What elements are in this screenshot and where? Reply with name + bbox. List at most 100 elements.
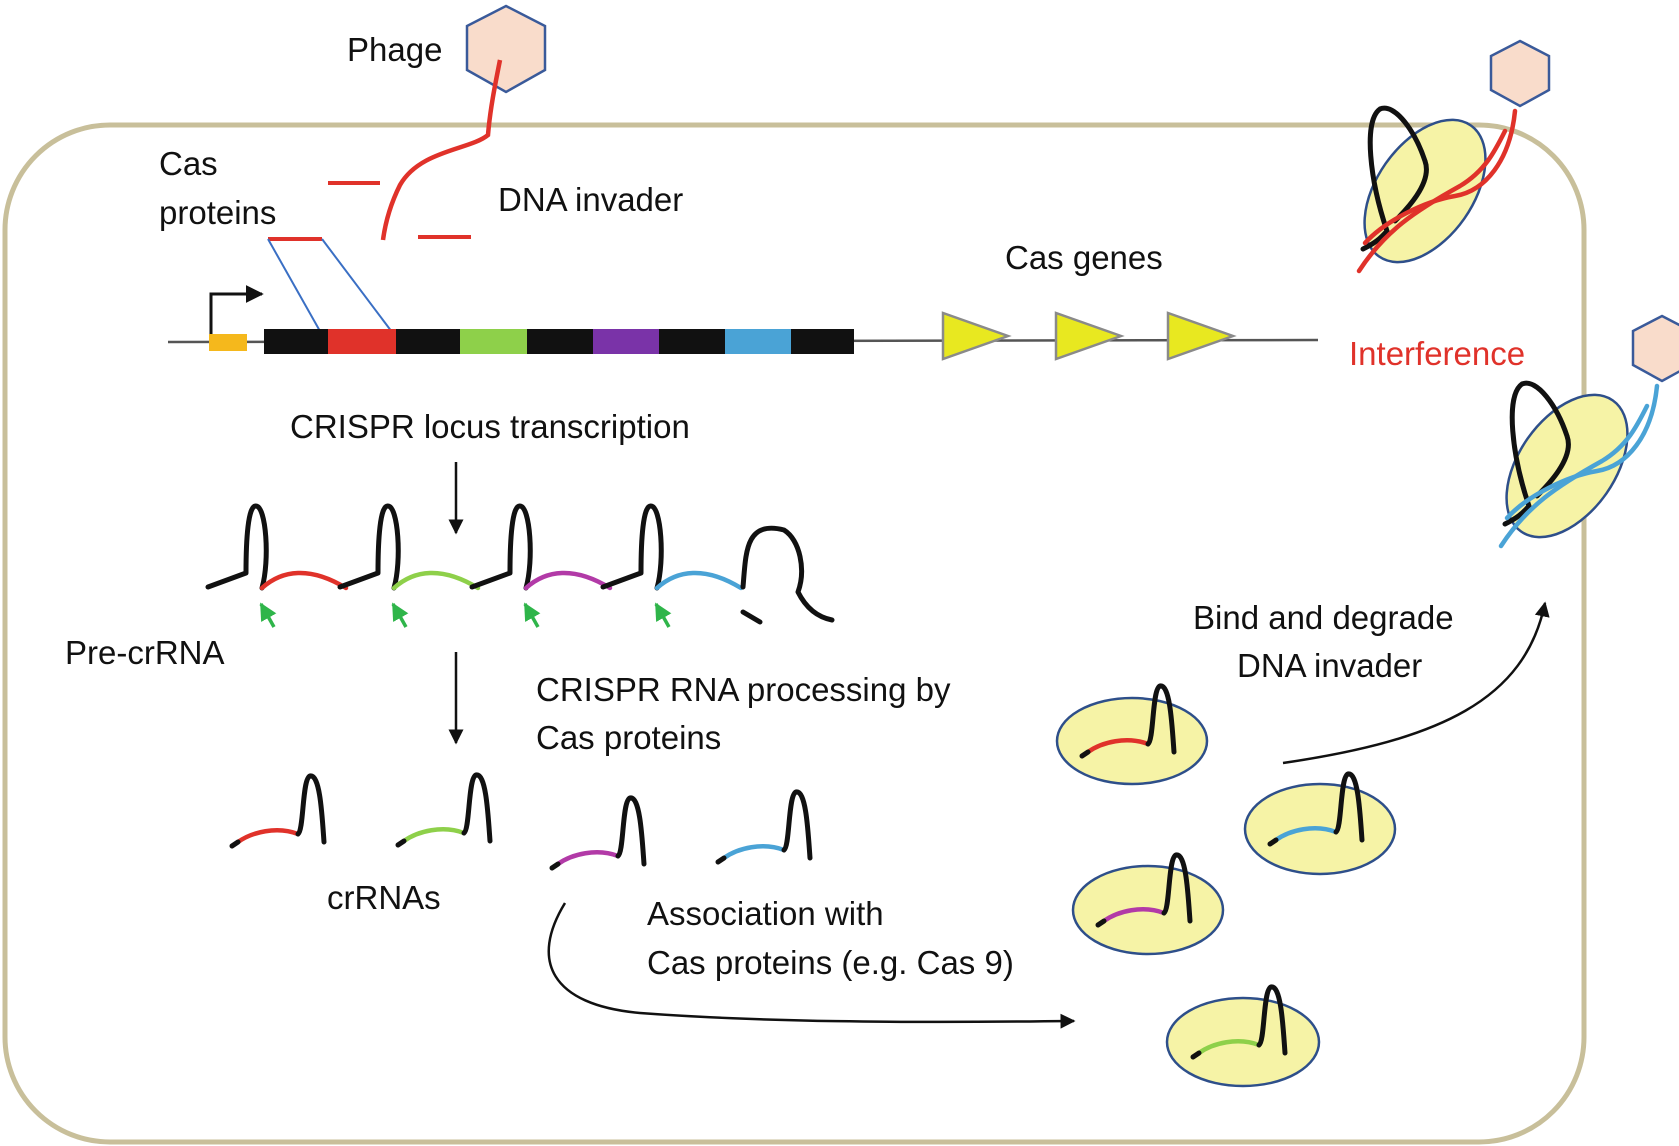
crrna-cas-complex <box>1055 683 1209 786</box>
crispr-locus <box>167 285 1319 361</box>
crrna-tail <box>715 855 727 865</box>
repeat-block <box>659 329 725 354</box>
bind-degrade-label-line2: DNA invader <box>1237 647 1422 684</box>
crrna-spacer <box>401 827 467 844</box>
target-dna-strand <box>1356 128 1508 274</box>
processing-label-line2: Cas proteins <box>536 719 721 756</box>
repeat-hairpin <box>600 503 664 591</box>
cas-gene <box>1166 311 1237 361</box>
interference-complex <box>1356 39 1551 274</box>
leader-sequence <box>209 334 247 351</box>
repeat-end <box>740 609 763 625</box>
mature-crrnas <box>229 772 813 871</box>
cleavage-site-arrow <box>654 602 672 628</box>
acquisition-line <box>321 238 399 341</box>
dna-invader-label: DNA invader <box>498 181 683 218</box>
crrna-hairpin <box>1360 105 1429 252</box>
crrna <box>1267 771 1365 847</box>
phage-capsid <box>1631 314 1679 383</box>
pre-crrna-spacer <box>259 570 349 591</box>
crrna <box>1079 683 1177 759</box>
crrna-spacer <box>555 850 621 867</box>
bacterial-cell-membrane <box>2 122 1587 1145</box>
transcription-label: CRISPR locus transcription <box>290 408 690 445</box>
crrna-tail <box>1079 749 1091 759</box>
crispr-array <box>264 329 854 354</box>
spacer-block <box>725 329 791 354</box>
crrna-cas-complexes <box>1055 683 1397 1088</box>
association-arrow <box>547 902 1076 1029</box>
crrna <box>1190 984 1288 1060</box>
pre-crrna-spacer <box>523 570 613 591</box>
cas-proteins-label-line1: Cas <box>159 145 218 182</box>
phage-dna-strand <box>380 59 503 241</box>
crrna-hairpin <box>461 772 493 844</box>
cas-gene <box>1054 311 1125 361</box>
spacer-block <box>593 329 659 354</box>
acquisition-line <box>267 238 326 341</box>
crrna-cas-complex <box>1071 852 1225 956</box>
bind-degrade-arrow <box>1282 601 1550 765</box>
crrna-hairpin <box>1145 683 1177 755</box>
cas-proteins-label-line2: proteins <box>159 194 276 231</box>
crrna-hairpin <box>1161 852 1193 924</box>
crrna <box>549 795 647 871</box>
phage-capsid <box>1489 39 1551 108</box>
crrna-hairpin <box>781 789 813 861</box>
pre-crrna-spacer <box>654 570 744 591</box>
crrna-hairpin <box>615 795 647 867</box>
repeat-hairpin <box>740 525 835 623</box>
crrna-spacer-strand <box>1362 108 1518 246</box>
cleavage-site-arrow <box>391 602 409 628</box>
crrna-spacer <box>1085 738 1151 755</box>
crrna-hairpin <box>1333 771 1365 843</box>
spacer-block <box>460 329 527 354</box>
promoter-arrow <box>209 285 264 335</box>
association-label-line2: Cas proteins (e.g. Cas 9) <box>647 944 1014 981</box>
crrna <box>715 789 813 865</box>
crrna-spacer <box>1101 907 1167 924</box>
crrnas-label: crRNAs <box>327 879 441 916</box>
crrna-tail <box>1267 837 1279 847</box>
repeat-hairpin <box>205 503 269 591</box>
crrna <box>1095 852 1193 928</box>
repeat-hairpin <box>469 503 533 591</box>
crrna-spacer <box>1273 826 1339 843</box>
crrna-tail <box>549 861 561 871</box>
repeat-block <box>396 329 460 354</box>
cas-gene <box>941 311 1012 361</box>
cleavage-site-arrow <box>259 602 277 628</box>
crrna-spacer <box>1196 1039 1262 1056</box>
interference-label: Interference <box>1349 335 1525 372</box>
target-dna-strand <box>1498 403 1650 549</box>
phage-capsid <box>465 4 547 94</box>
crrna-tail <box>229 839 241 849</box>
crrna-hairpin <box>295 773 327 845</box>
crrna-cas-complex <box>1243 771 1397 876</box>
crrna-tail <box>1095 918 1107 928</box>
crrna-hairpin <box>1256 984 1288 1056</box>
crrna-tail <box>1190 1050 1202 1060</box>
crrna-spacer-strand <box>1504 383 1660 521</box>
crrna-spacer <box>721 844 787 861</box>
interference-complexes <box>1356 39 1679 549</box>
cas-genes-label: Cas genes <box>1005 239 1163 276</box>
crrna-spacer <box>235 828 301 845</box>
crrna-tail <box>395 838 407 848</box>
crrna-cas-complex <box>1165 984 1321 1088</box>
spacer-block <box>328 329 396 354</box>
repeat-block <box>264 329 328 354</box>
interference-complex <box>1498 314 1679 549</box>
repeat-block <box>527 329 593 354</box>
pre-crrna-label: Pre-crRNA <box>65 634 225 671</box>
repeat-hairpin <box>337 503 401 591</box>
phage-label: Phage <box>347 31 442 68</box>
crrna-hairpin <box>1502 380 1571 527</box>
bind-degrade-label-line1: Bind and degrade <box>1193 599 1454 636</box>
processing-label-line1: CRISPR RNA processing by <box>536 671 951 708</box>
cleavage-site-arrow <box>523 602 541 628</box>
crrna <box>229 773 327 849</box>
phage-top <box>268 4 547 241</box>
